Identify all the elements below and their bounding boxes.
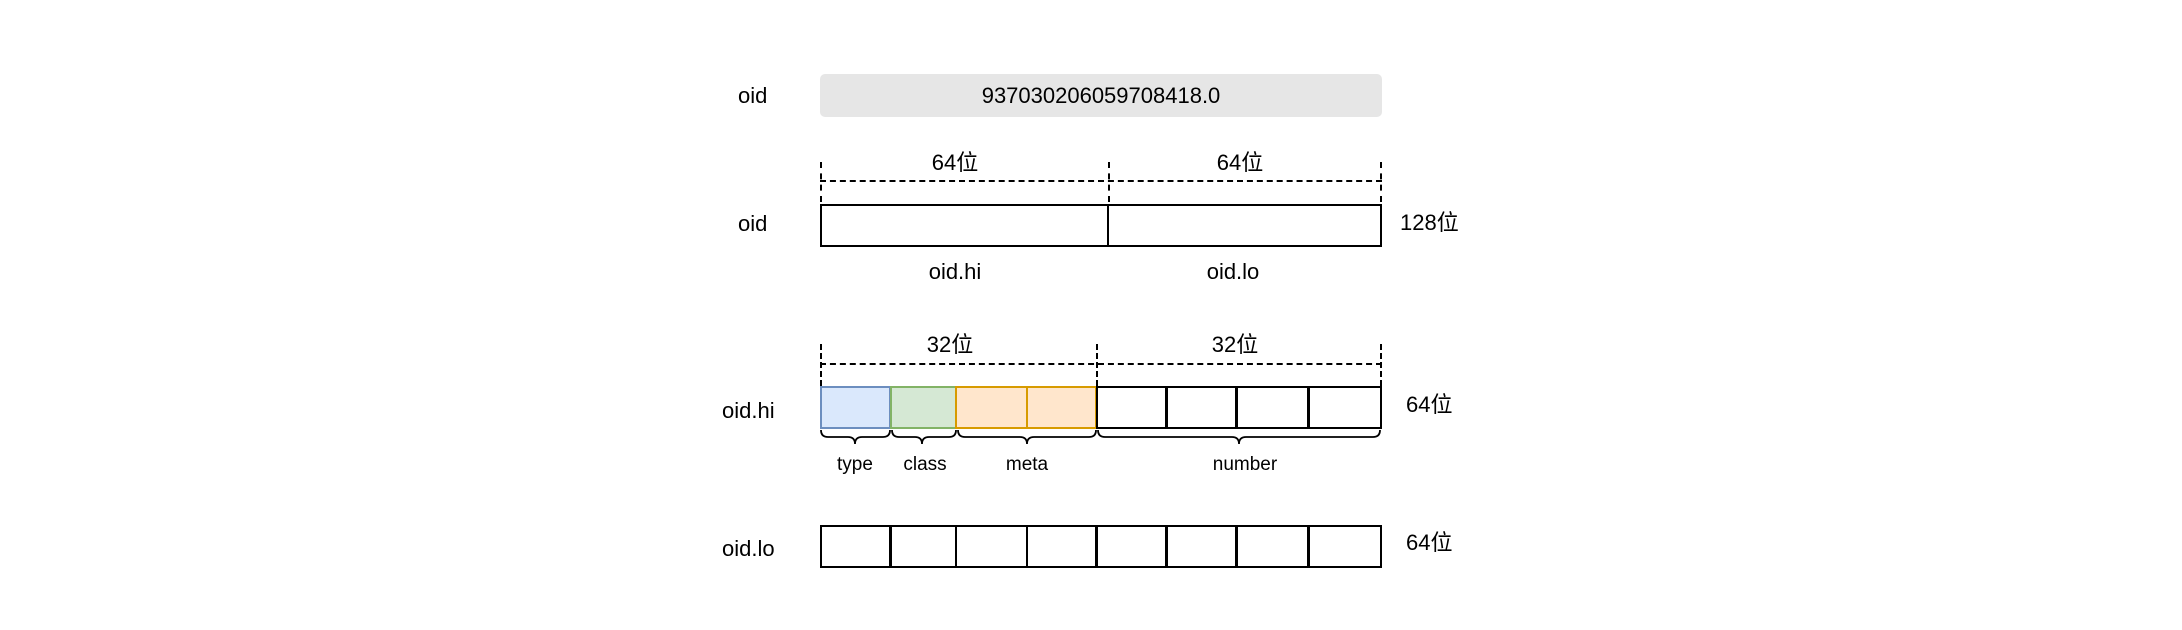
lo-byte-5 — [1096, 525, 1167, 568]
dim32-tick-right — [1380, 344, 1382, 386]
lo-byte-2 — [890, 525, 957, 568]
oid-lo-64-bits-label: 64位 — [1406, 530, 1453, 555]
dim32-tick-left — [820, 344, 822, 386]
total-128-bits-label: 128位 — [1400, 210, 1459, 235]
class-brace — [891, 429, 957, 445]
type-brace — [820, 429, 891, 445]
oid-hi-label: oid.hi — [722, 398, 775, 423]
oid-lo-label: oid.lo — [722, 536, 775, 561]
dim-tick-right — [1380, 162, 1382, 202]
hi-right-32-bits-label: 32位 — [1211, 332, 1259, 357]
oid-hi-64-bits-label: 64位 — [1406, 392, 1453, 417]
bits-dimension-line-128 — [820, 180, 1382, 182]
oid-hi-byte-row — [820, 386, 1382, 429]
lo-byte-4 — [1026, 525, 1097, 568]
hi-left-32-bits-label: 32位 — [926, 332, 974, 357]
number-byte-4 — [1308, 386, 1382, 429]
class-segment-label: class — [903, 454, 947, 475]
dim-tick-mid — [1108, 162, 1110, 202]
number-segment-label: number — [1212, 454, 1278, 475]
oid-value-text: 93703020605970841​8.0 — [981, 82, 1221, 108]
bits-dimension-line-64 — [820, 363, 1382, 365]
lo-byte-7 — [1236, 525, 1309, 568]
oid-label-split-row: oid — [738, 211, 768, 236]
lo-byte-8 — [1308, 525, 1382, 568]
lo-byte-1 — [820, 525, 891, 568]
type-segment-label: type — [837, 454, 873, 475]
meta-byte-2 — [1026, 386, 1097, 429]
lo-byte-3 — [955, 525, 1028, 568]
meta-brace — [957, 429, 1097, 445]
oid-lo-byte-row — [820, 525, 1382, 568]
meta-segment-label: meta — [1005, 454, 1049, 475]
oid-hi-half — [822, 206, 1109, 245]
oid-lo-name: oid.lo — [1206, 259, 1260, 284]
oid-128-bit-box — [820, 204, 1382, 247]
dim-tick-left — [820, 162, 822, 202]
dim32-tick-mid — [1096, 344, 1098, 386]
hi-64-bits-label: 64位 — [931, 150, 979, 175]
lo-byte-6 — [1166, 525, 1237, 568]
oid-hi-name: oid.hi — [928, 259, 982, 284]
number-brace — [1097, 429, 1381, 445]
lo-64-bits-label: 64位 — [1216, 150, 1264, 175]
oid-value-box: 93703020605970841​8.0 — [820, 74, 1382, 117]
oid-label-value-row: oid — [738, 83, 768, 108]
